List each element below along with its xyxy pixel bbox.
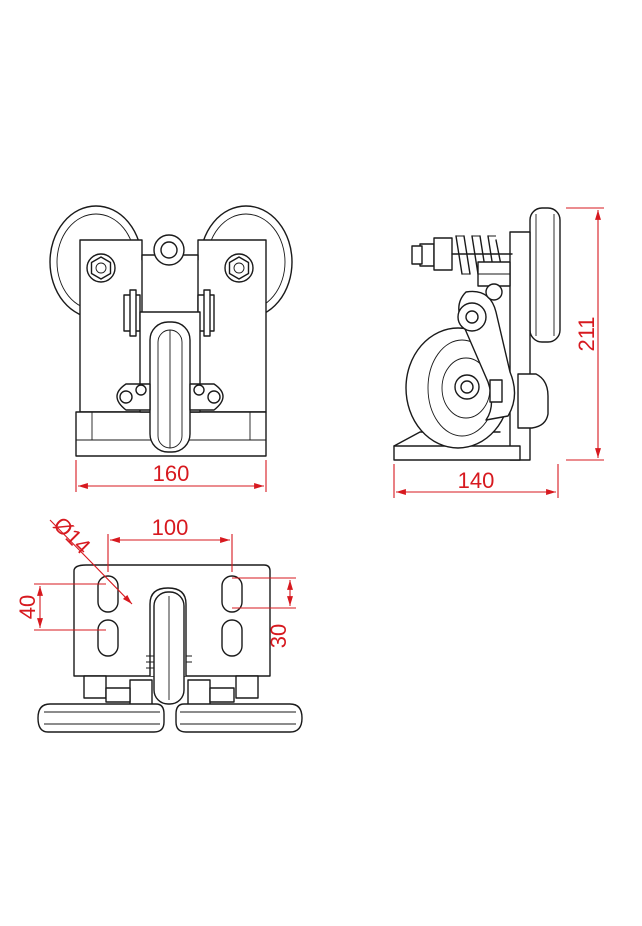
side-view: 211 140 (393, 207, 604, 498)
dimension-30: 30 (232, 577, 296, 648)
side-axle-bolt (489, 379, 503, 403)
front-right-nut (224, 253, 254, 283)
dimension-160: 160 (75, 460, 267, 492)
plan-slot-bottom-right (221, 619, 243, 657)
side-nut-block (477, 261, 511, 301)
dimension-140-label: 140 (458, 468, 495, 493)
dimension-160-label: 160 (153, 461, 190, 486)
side-base-plate (393, 445, 521, 461)
front-guide-wheel (149, 321, 191, 453)
front-top-pivot (153, 234, 185, 266)
plan-slot-bottom-left (97, 619, 119, 657)
front-axle-lug-left (116, 383, 151, 411)
side-top-pivot (457, 302, 487, 332)
front-view: 160 (49, 205, 293, 492)
dimension-30-label: 30 (266, 624, 291, 648)
dimension-211-label: 211 (574, 316, 599, 351)
dimension-diameter-14-label: Ø14 (48, 512, 95, 559)
front-axle-lug-right (189, 383, 224, 411)
side-spring (411, 235, 513, 275)
dimension-40: 40 (15, 583, 106, 631)
dimension-40-label: 40 (15, 595, 40, 619)
plan-slot-top-right (221, 575, 243, 613)
front-left-nut (86, 253, 116, 283)
plan-slot-top-left (97, 575, 119, 613)
dimension-211: 211 (566, 207, 604, 461)
dimension-140: 140 (393, 464, 559, 498)
plan-centre-wheel (153, 591, 185, 705)
dimension-100-label: 100 (152, 515, 189, 540)
plan-left-wheel (37, 703, 165, 733)
side-top-wheel (529, 207, 561, 343)
plan-right-wheel (175, 703, 303, 733)
side-rear-housing (517, 373, 549, 429)
plan-view: 100 Ø14 40 30 (15, 512, 303, 733)
dimension-100: 100 (107, 515, 233, 572)
